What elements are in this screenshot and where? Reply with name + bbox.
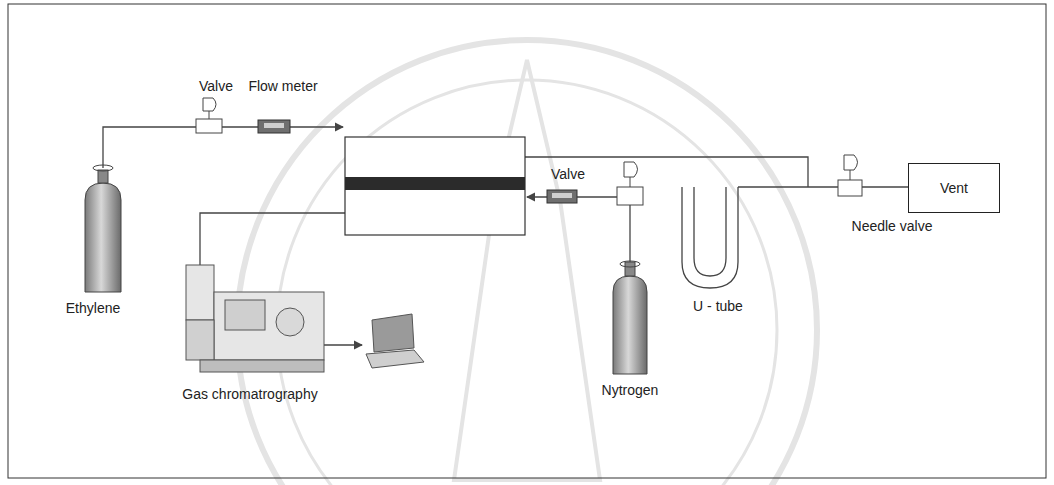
vent-box: Vent	[908, 163, 1000, 213]
gas-chromatograph	[186, 265, 324, 372]
part-label: Valve	[199, 78, 233, 94]
frame	[8, 4, 1046, 478]
valve-symbol	[196, 98, 222, 133]
computer	[366, 314, 424, 368]
watermark-seal	[237, 40, 817, 485]
flow-meter	[258, 120, 290, 133]
u-tube	[682, 187, 738, 288]
part-label: Ethylene	[66, 300, 120, 316]
part-label: Needle valve	[852, 218, 933, 234]
node-text: Vent	[940, 180, 968, 196]
gas-cylinder	[613, 261, 647, 374]
valve-symbol	[617, 162, 643, 205]
part-label: Valve	[551, 166, 585, 182]
membrane	[345, 177, 525, 190]
gas-cylinder	[85, 165, 121, 292]
needle-valve-symbol	[838, 155, 862, 196]
part-label: Gas chromatrography	[182, 386, 317, 402]
part-label: Nytrogen	[602, 382, 659, 398]
membrane-module	[345, 137, 525, 235]
part-label: Flow meter	[248, 78, 317, 94]
flow-meter	[547, 190, 577, 203]
part-label: U - tube	[693, 298, 743, 314]
